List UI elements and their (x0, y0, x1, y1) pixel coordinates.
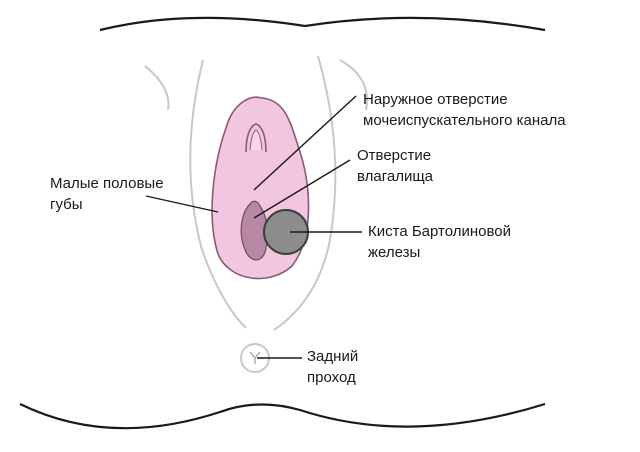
bartholin-cyst-label-line-2: железы (368, 244, 421, 261)
anus-label-line-2: проход (307, 369, 356, 386)
vaginal-opening-label-line-2: влагалища (357, 168, 434, 185)
urethral-opening-label: Наружное отверстие мочеиспускательного к… (363, 89, 566, 131)
bartholin-cyst-label-line-1: Киста Бартолиновой (368, 223, 512, 240)
left-outer-thigh-contour (144, 65, 170, 111)
anus-label: Задний проход (307, 346, 358, 388)
anus-label-line-1: Задний (307, 348, 359, 365)
bartholin-cyst-label: Киста Бартолиновой железы (368, 221, 511, 263)
vaginal-vestibule (240, 200, 269, 261)
urethral-opening-label-line-2: мочеиспускательного канала (363, 112, 566, 129)
vaginal-opening-label-line-1: Отверстие (357, 147, 432, 164)
urethral-opening-label-line-1: Наружное отверстие (363, 91, 508, 108)
labia-minora-label: Малые половые губы (50, 173, 164, 215)
upper-body-outline (99, 16, 546, 32)
clitoral-hood (245, 123, 267, 153)
labia-minora-label-line-2: губы (50, 196, 83, 213)
labia-minora-label-line-1: Малые половые (50, 175, 164, 192)
clitoral-hood-inner (249, 129, 263, 151)
urethral-opening-leader-line (253, 95, 357, 191)
right-inner-thigh-contour (273, 55, 337, 331)
lower-body-outline (19, 402, 546, 430)
anus-center-mark (249, 351, 261, 364)
vaginal-opening-label: Отверстие влагалища (357, 145, 433, 187)
vaginal-opening-leader-line (253, 159, 351, 219)
right-outer-thigh-contour (339, 59, 368, 111)
left-inner-thigh-contour (189, 59, 247, 329)
labia-minora-leader-line (145, 195, 219, 213)
